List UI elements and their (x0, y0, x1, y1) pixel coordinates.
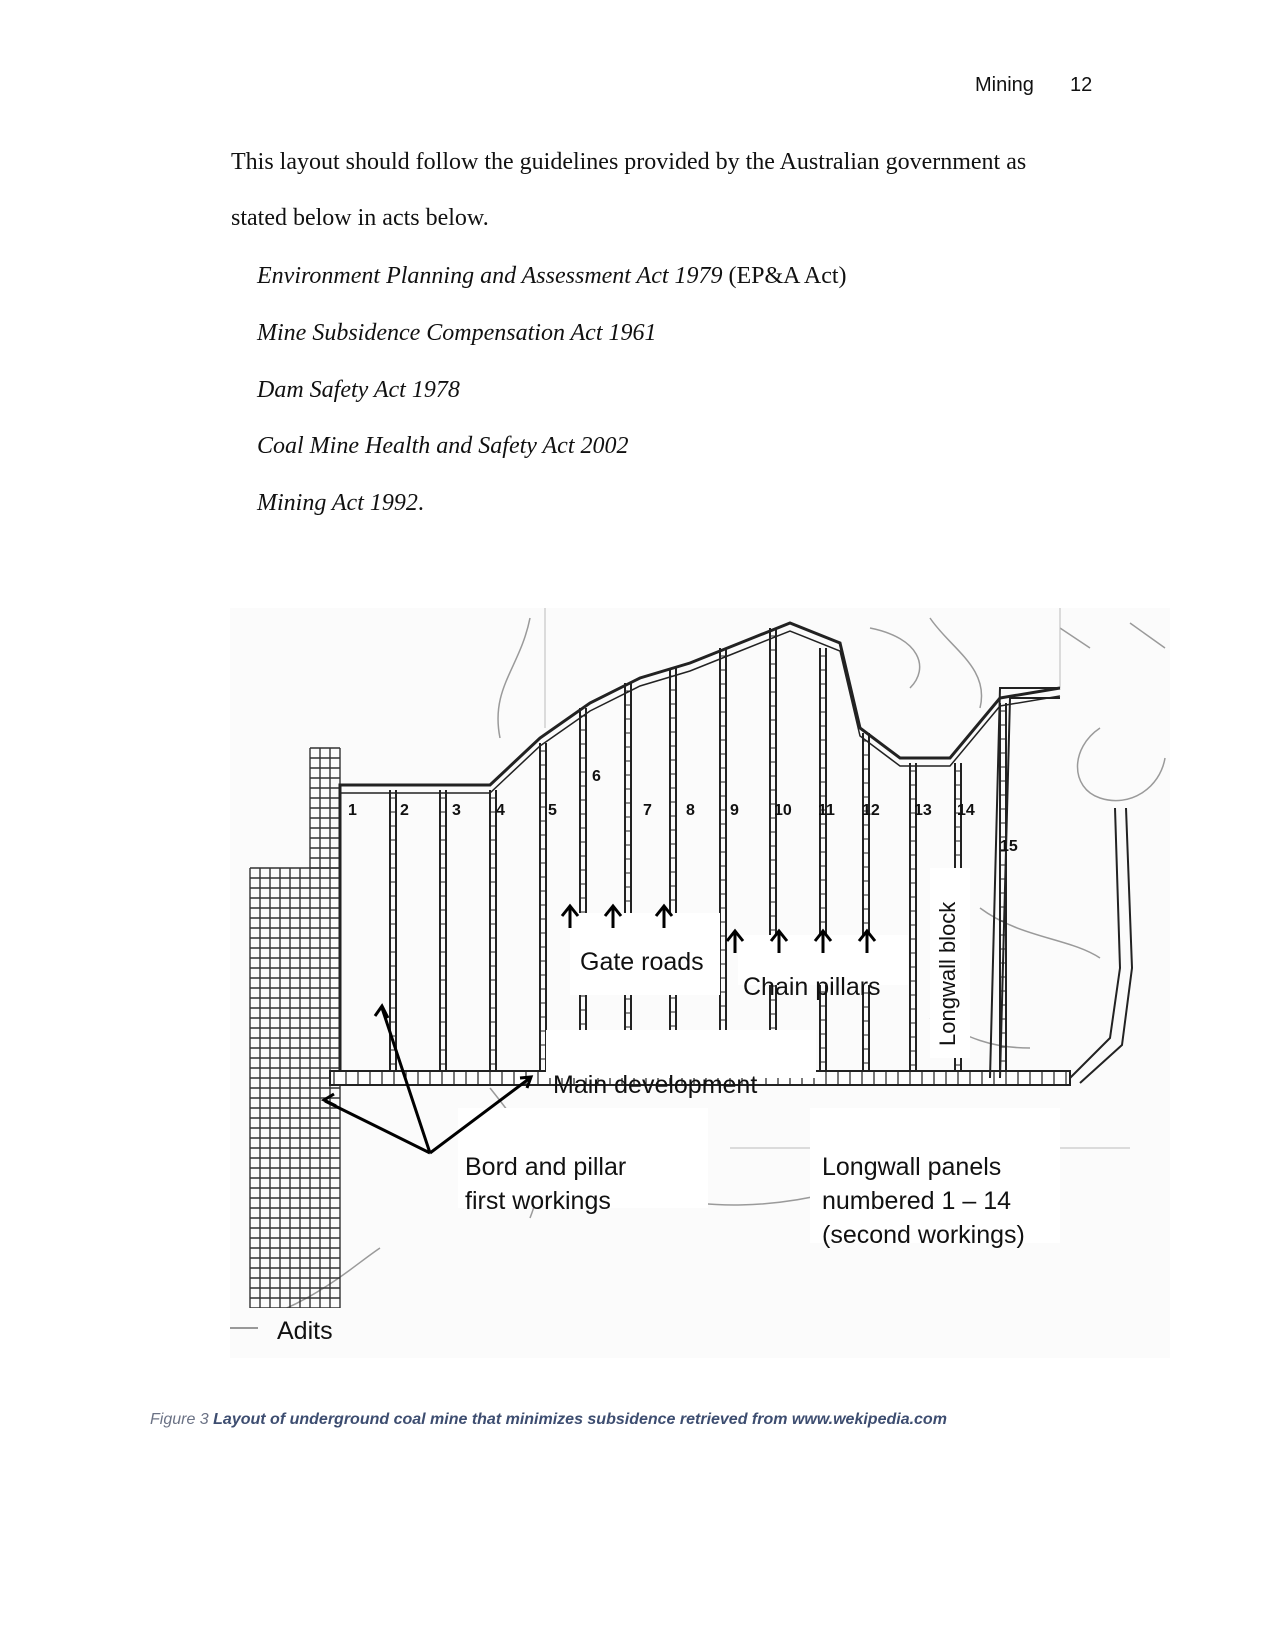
act-name: Mining Act 1992 (257, 490, 418, 516)
panel-number-label: 13 (914, 802, 932, 819)
gate-roads-label-box (570, 913, 720, 995)
arrow-icon (769, 928, 789, 953)
chain-pillars-label: Chain pillars (743, 973, 881, 1001)
gate-roads-label: Gate roads (580, 948, 704, 976)
arrow-icon (603, 903, 623, 928)
panel-number-label: 9 (730, 802, 739, 819)
gate-roads-drawing (389, 628, 1007, 1071)
arrow-icon (813, 928, 833, 953)
main-development-label: Main development (553, 1071, 757, 1099)
panel-number-label: 5 (548, 802, 557, 819)
bord-pillar-label-box (458, 1108, 708, 1208)
act-item: Mine Subsidence Compensation Act 1961 (257, 320, 657, 347)
act-suffix: (EP&A Act) (722, 263, 847, 289)
act-name: Coal Mine Health and Safety Act 2002 (257, 433, 629, 459)
arrow-group (320, 903, 877, 1155)
arrow-icon (857, 928, 877, 953)
panel-number-label: 6 (592, 768, 601, 785)
panel-number-label: 4 (496, 802, 505, 819)
longwall-panels-label-line2: numbered 1 – 14 (822, 1187, 1011, 1215)
page-number: 12 (1070, 74, 1093, 96)
paragraph-line-2: stated below in acts below. (231, 205, 489, 231)
running-head: Mining (975, 74, 1034, 96)
panel-number-label: 10 (774, 802, 792, 819)
panel-number-label: 7 (643, 802, 652, 819)
act-item: Coal Mine Health and Safety Act 2002 (257, 433, 629, 460)
act-item: Mining Act 1992. (257, 490, 424, 517)
longwall-block-label: Longwall block (935, 901, 960, 1046)
bord-pillar-label-line2: first workings (465, 1187, 611, 1215)
longwall-panels-label-line3: (second workings) (822, 1221, 1025, 1249)
caption-number: Figure 3 (150, 1411, 209, 1428)
arrow-icon (320, 1092, 337, 1108)
panel-number-label: 15 (1000, 838, 1018, 855)
panel-number-label: 14 (957, 802, 975, 819)
arrow-icon (373, 1003, 390, 1019)
panel-number-label: 3 (452, 802, 461, 819)
panel-number-label: 1 (348, 802, 357, 819)
arrow-icon (560, 903, 580, 928)
act-name: Mine Subsidence Compensation Act 1961 (257, 320, 657, 346)
longwall-block-label-box (930, 868, 970, 1058)
panel-number-label: 12 (862, 802, 880, 819)
bord-pillar-label-line1: Bord and pillar (465, 1153, 626, 1181)
paragraph-line-1: This layout should follow the guidelines… (231, 149, 1027, 175)
arrow-icon (654, 903, 674, 928)
longwall-panels-label-line1: Longwall panels (822, 1153, 1001, 1181)
right-entries (989, 687, 1134, 1084)
act-item: Dam Safety Act 1978 (257, 377, 460, 404)
arrow-icon (519, 1075, 534, 1089)
arrow-icon (725, 928, 745, 953)
caption-text: Layout of underground coal mine that min… (213, 1411, 947, 1428)
main-development-label-box (546, 1030, 816, 1078)
panel-number-label: 8 (686, 802, 695, 819)
figure-caption: Figure 3 Layout of underground coal mine… (150, 1411, 947, 1429)
adits-label: Adits (277, 1317, 333, 1345)
longwall-panels-label-box (810, 1108, 1060, 1243)
act-suffix: . (417, 490, 424, 516)
act-item: Environment Planning and Assessment Act … (257, 263, 847, 290)
panel-number-label: 11 (818, 802, 835, 819)
act-name: Dam Safety Act 1978 (257, 377, 460, 403)
act-name: Environment Planning and Assessment Act … (257, 263, 723, 289)
panel-number-label: 2 (400, 802, 409, 819)
pointer-lines (324, 1007, 531, 1155)
